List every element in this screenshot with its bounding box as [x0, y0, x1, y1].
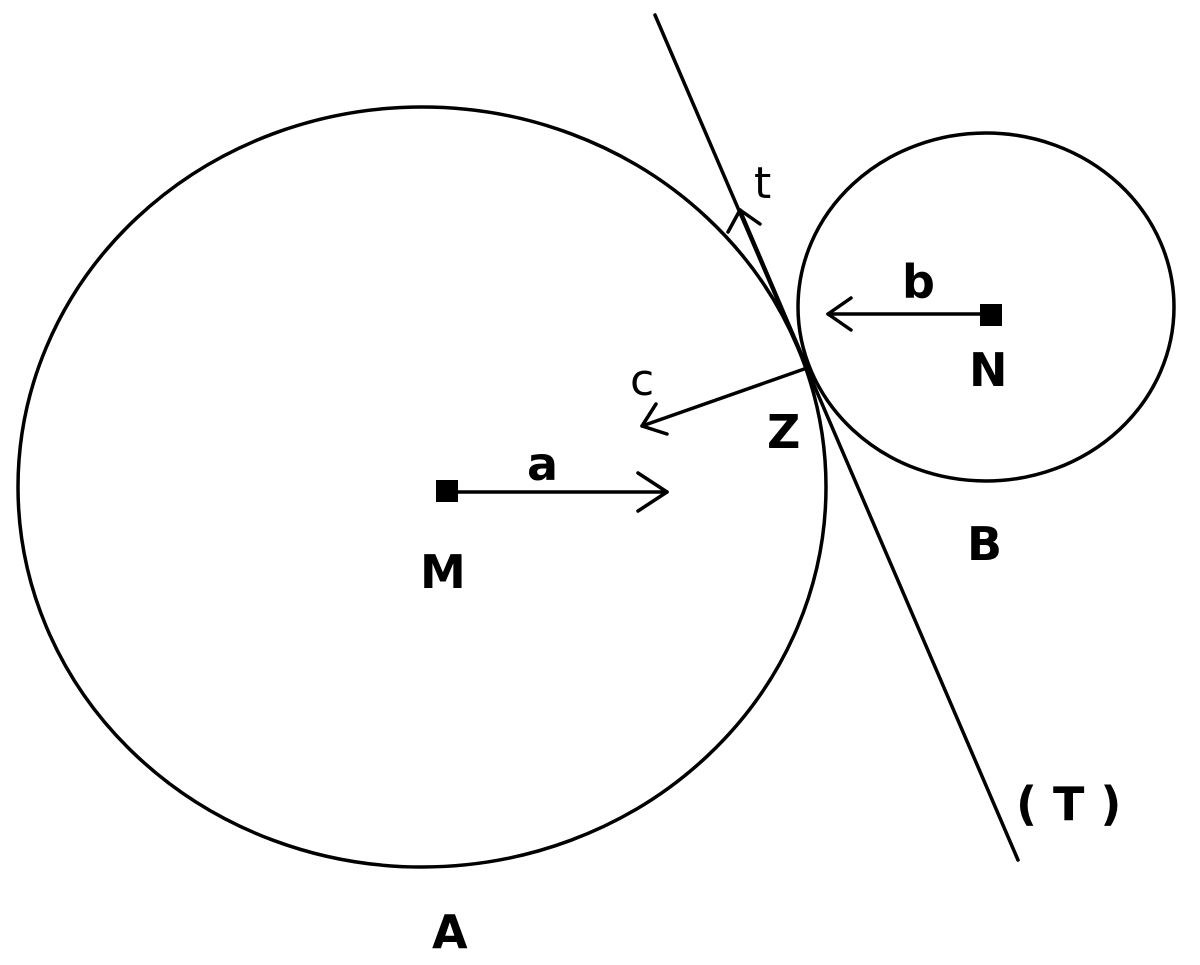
vector-c: [640, 366, 809, 436]
label-vector-b: b: [902, 255, 935, 309]
label-circle-b: B: [967, 517, 1002, 571]
label-center-n: N: [969, 343, 1008, 397]
label-vector-a: a: [527, 437, 558, 491]
tangent-line: [653, 13, 1020, 862]
circle-a: [16, 105, 828, 869]
center-n-point: [980, 304, 1002, 326]
label-circle-a: A: [432, 905, 468, 959]
label-vector-c: c: [630, 355, 654, 406]
label-center-m: M: [420, 545, 466, 599]
circle-b: [796, 131, 1176, 483]
vector-a: [446, 471, 669, 513]
label-tangent-line: ( T ): [1016, 777, 1121, 831]
label-vector-t: t: [754, 158, 771, 209]
label-point-z: Z: [767, 405, 800, 459]
center-m-point: [436, 480, 458, 502]
vector-b: [826, 296, 992, 332]
vector-t: [726, 208, 809, 369]
